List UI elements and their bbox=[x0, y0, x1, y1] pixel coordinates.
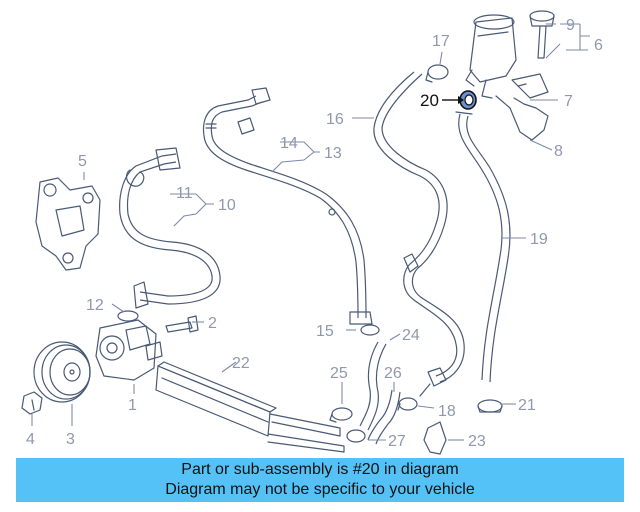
callout-18: 18 bbox=[438, 403, 456, 420]
line-end-fitting bbox=[419, 367, 447, 397]
callout-25: 25 bbox=[330, 365, 348, 382]
power-steering-pump bbox=[95, 319, 163, 381]
clamp-17 bbox=[425, 64, 449, 83]
reservoir-bracket bbox=[495, 73, 549, 141]
clamp-15 bbox=[360, 324, 380, 336]
reservoir bbox=[465, 14, 517, 99]
callout-16: 16 bbox=[326, 111, 344, 128]
callout-10: 10 bbox=[218, 197, 236, 214]
hose-16 bbox=[373, 71, 465, 383]
callout-2: 2 bbox=[208, 315, 217, 332]
callout-26: 26 bbox=[384, 365, 402, 382]
clamp-20-highlighted bbox=[459, 90, 477, 110]
callout-1: 1 bbox=[128, 397, 137, 414]
cap-21 bbox=[477, 399, 503, 413]
banner-line-1: Part or sub-assembly is #20 in diagram bbox=[181, 461, 459, 478]
callout-5: 5 bbox=[78, 153, 87, 170]
reservoir-cap bbox=[529, 10, 555, 59]
callout-11: 11 bbox=[176, 185, 193, 202]
leader-lines bbox=[31, 23, 590, 441]
hose-26 bbox=[367, 389, 401, 445]
callout-24: 24 bbox=[402, 327, 420, 344]
callout-13: 13 bbox=[324, 145, 342, 162]
bolt-2 bbox=[165, 315, 199, 333]
callout-22: 22 bbox=[232, 355, 250, 372]
callout-labels: 1 2 3 4 5 6 7 8 9 10 11 12 13 14 15 16 1… bbox=[26, 17, 603, 450]
clamp-18 bbox=[397, 397, 418, 411]
callout-17: 17 bbox=[432, 33, 450, 50]
callout-3: 3 bbox=[66, 431, 75, 448]
callout-6: 6 bbox=[594, 37, 603, 54]
callout-9: 9 bbox=[566, 17, 575, 34]
return-line-10 bbox=[119, 147, 221, 309]
callout-19: 19 bbox=[530, 231, 548, 248]
callout-12: 12 bbox=[86, 297, 104, 314]
info-banner: Part or sub-assembly is #20 in diagram D… bbox=[16, 458, 624, 502]
hose-19 bbox=[455, 111, 511, 383]
callout-8: 8 bbox=[554, 143, 563, 160]
callout-21: 21 bbox=[518, 397, 536, 414]
callout-15: 15 bbox=[316, 323, 334, 340]
callout-20-highlighted: 20 bbox=[420, 91, 439, 110]
callout-27: 27 bbox=[388, 433, 406, 450]
callout-23: 23 bbox=[468, 433, 486, 450]
callout-4: 4 bbox=[26, 431, 35, 448]
bolt-4 bbox=[21, 391, 43, 415]
bracket-23 bbox=[423, 421, 447, 455]
clamp-25 bbox=[329, 407, 353, 423]
callout-14: 14 bbox=[280, 135, 298, 152]
mounting-bracket bbox=[35, 177, 101, 271]
pulley bbox=[33, 341, 91, 403]
fitting-12 bbox=[117, 310, 139, 322]
parts-diagram: 1 2 3 4 5 6 7 8 9 10 11 12 13 14 15 16 1… bbox=[21, 10, 603, 455]
pressure-line-13 bbox=[202, 87, 373, 325]
banner-line-2: Diagram may not be specific to your vehi… bbox=[165, 481, 475, 498]
callout-7: 7 bbox=[564, 93, 573, 110]
oil-cooler bbox=[155, 361, 345, 453]
clamp-27 bbox=[346, 429, 366, 443]
hose-24 bbox=[359, 341, 387, 431]
